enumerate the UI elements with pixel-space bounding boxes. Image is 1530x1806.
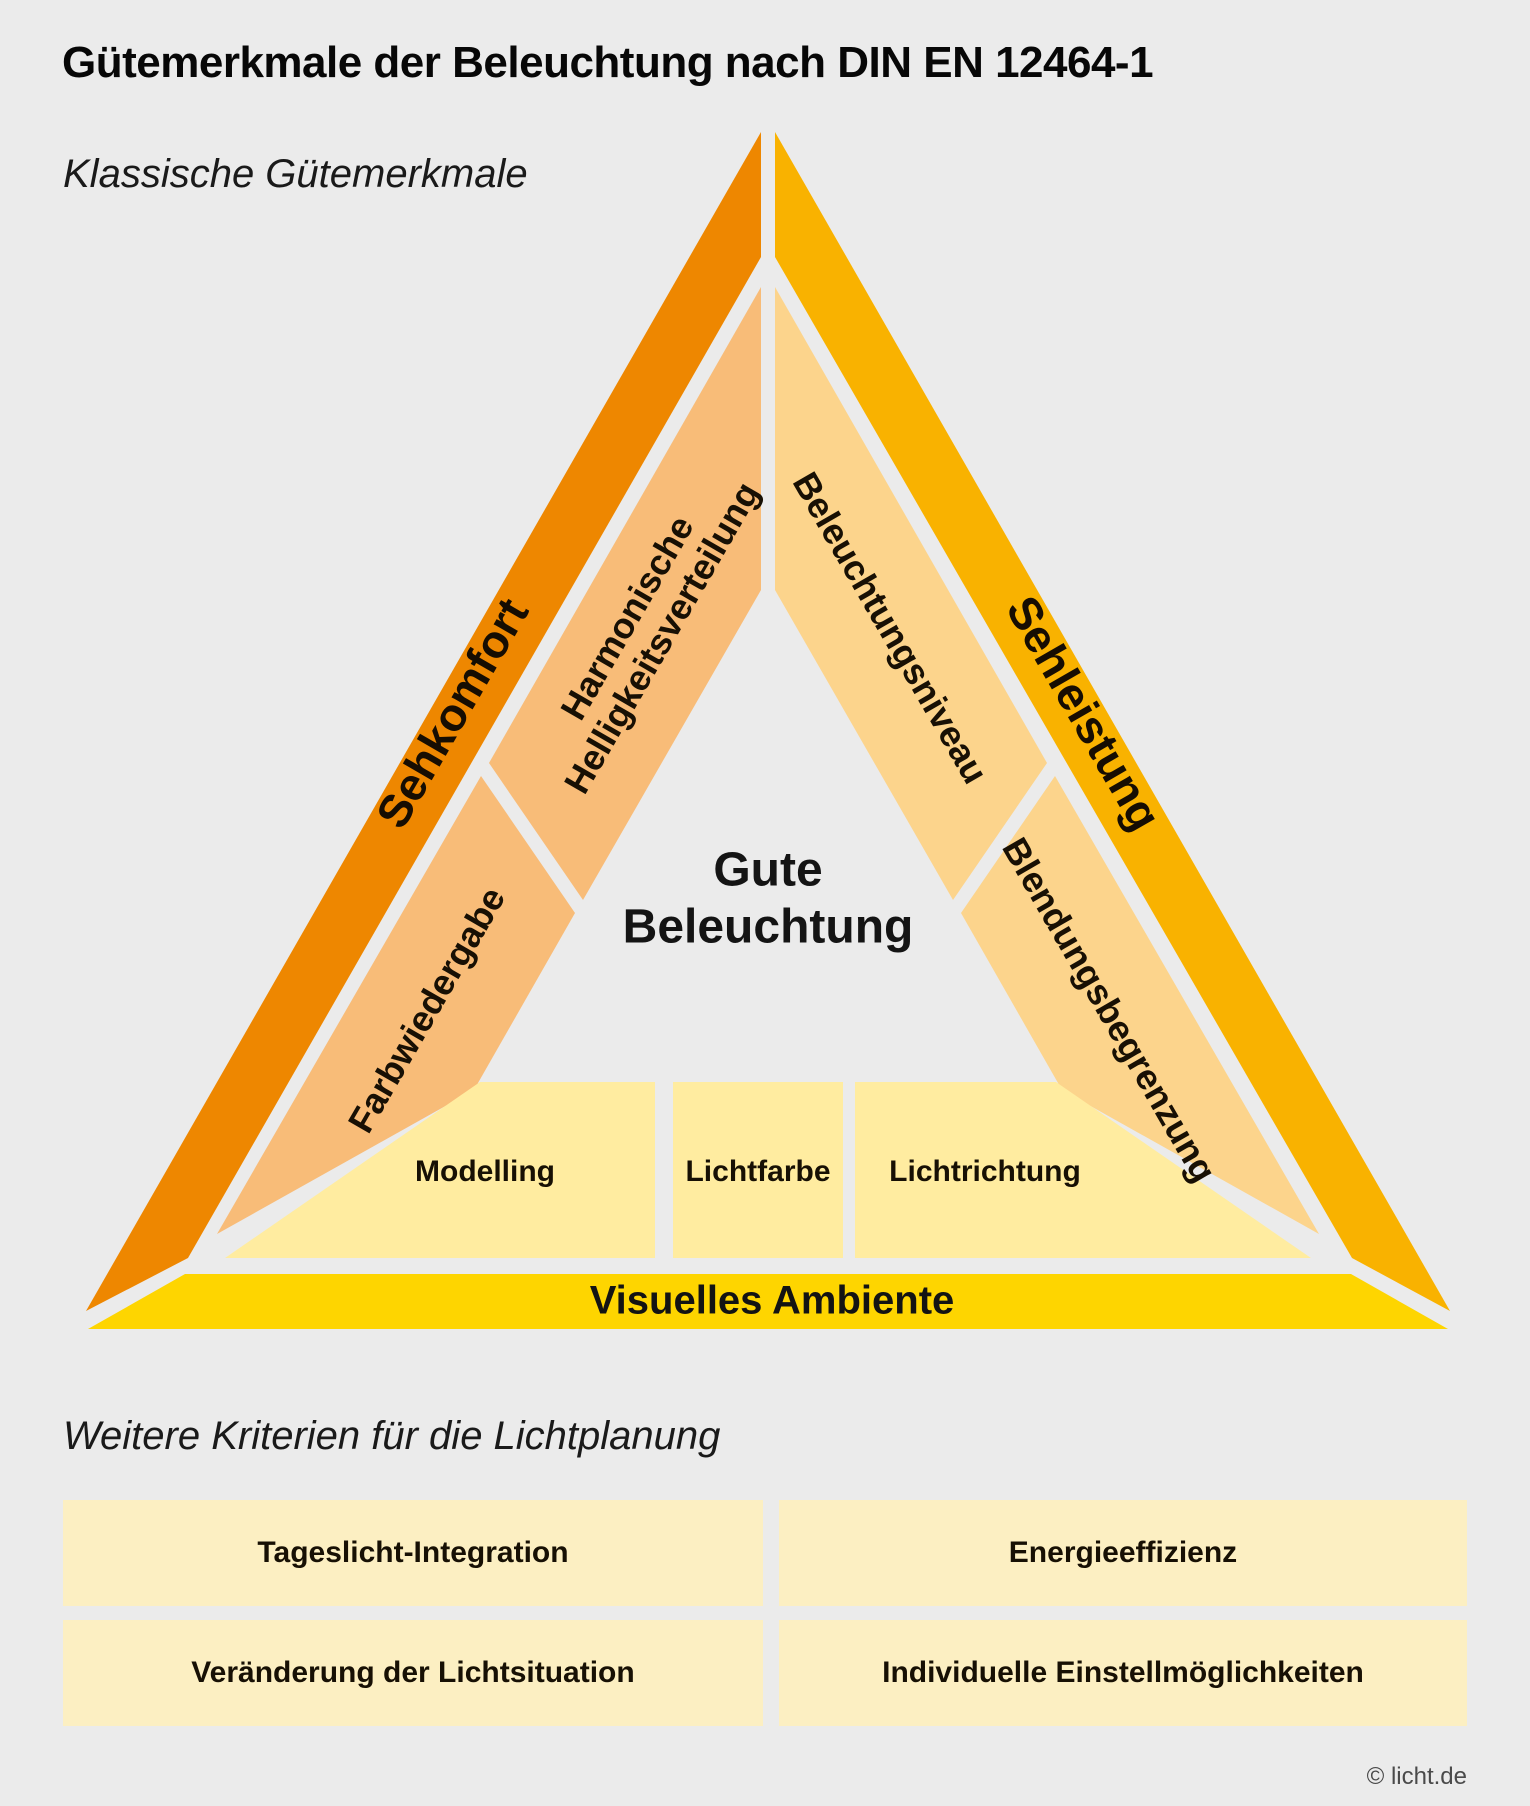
additional-criteria-heading: Weitere Kriterien für die Lichtplanung [63, 1414, 721, 1458]
center-label: Gute Beleuchtung [623, 842, 914, 955]
blendungsbegrenzung-segment-shape [961, 776, 1319, 1234]
sehleistung-band-shape [775, 132, 1450, 1311]
lichtfarbe-label: Lichtfarbe [685, 1155, 831, 1188]
beleuchtungsniveau-segment-shape [775, 287, 1047, 900]
criteria-label-energieeffizienz: Energieeffizienz [1008, 1536, 1238, 1569]
criteria-box-individuell: Individuelle Einstellmöglichkeiten [779, 1620, 1467, 1726]
center-label-line1: Gute [713, 843, 823, 897]
criteria-label-tageslicht: Tageslicht-Integration [257, 1536, 569, 1569]
lichtrichtung-cell-shape [855, 1082, 1311, 1258]
criteria-box-tageslicht: Tageslicht-Integration [63, 1500, 763, 1606]
visuelles-ambiente-label: Visuelles Ambiente [589, 1278, 955, 1323]
criteria-box-energieeffizienz: Energieeffizienz [779, 1500, 1467, 1606]
quality-triangle-diagram [86, 132, 1450, 1329]
criteria-label-individuell: Individuelle Einstellmöglichkeiten [882, 1656, 1364, 1689]
harmonische-segment-shape [489, 287, 761, 900]
copyright-credit: © licht.de [1366, 1763, 1467, 1790]
lichtfarbe-cell-shape [673, 1082, 843, 1258]
center-label-line2: Beleuchtung [622, 900, 914, 953]
modelling-label: Modelling [415, 1155, 555, 1188]
sehkomfort-band-shape [86, 132, 761, 1311]
lichtrichtung-label: Lichtrichtung [889, 1155, 1081, 1188]
farbwiedergabe-segment-shape [217, 776, 575, 1234]
criteria-label-veraenderung: Veränderung der Lichtsituation [191, 1656, 635, 1689]
modelling-cell-shape [225, 1082, 655, 1258]
criteria-box-veraenderung: Veränderung der Lichtsituation [63, 1620, 763, 1726]
classic-criteria-heading: Klassische Gütemerkmale [63, 152, 528, 196]
visuelles-ambiente-band-shape [88, 1274, 1448, 1329]
page-title: Gütemerkmale der Beleuchtung nach DIN EN… [62, 38, 1154, 87]
